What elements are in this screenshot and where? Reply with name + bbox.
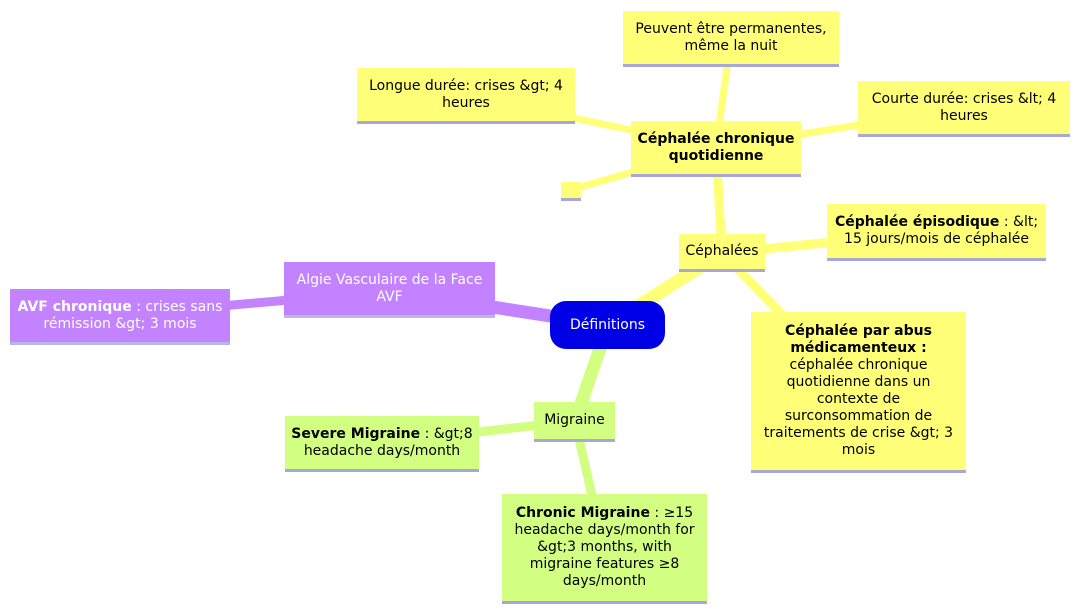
- node-cephalee-abus-medicamenteux[interactable]: Céphalée par abus médicamenteux : céphal…: [751, 312, 966, 473]
- avf-label-line2: AVF: [376, 288, 403, 305]
- chronic-desc-line: days/month: [562, 573, 647, 589]
- avf-chronique-line1-rest: : crises sans: [131, 298, 223, 315]
- avf-chronique-line1: AVF chronique : crises sans: [18, 299, 223, 316]
- severe-line1-rest: : &gt;8: [420, 425, 473, 442]
- permanentes-line1: Peuvent être permanentes,: [635, 20, 827, 37]
- abus-desc-line: quotidienne dans un: [786, 374, 931, 390]
- courte-duree-line1: Courte durée: crises &lt; 4: [871, 90, 1057, 107]
- node-courte-duree[interactable]: Courte durée: crises &lt; 4 heures: [858, 81, 1070, 137]
- abus-desc-line: traitements de crise &gt; 3: [763, 425, 954, 441]
- root-label: Définitions: [569, 316, 646, 333]
- node-migraine[interactable]: Migraine: [534, 402, 615, 442]
- abus-desc-line: mois: [841, 442, 876, 458]
- permanentes-line2: même la nuit: [684, 37, 778, 54]
- chronic-line1: Chronic Migraine : ≥15: [516, 505, 693, 522]
- episodique-term: Céphalée épisodique: [834, 214, 1000, 230]
- root-node-definitions[interactable]: Définitions: [550, 301, 665, 349]
- node-severe-migraine[interactable]: Severe Migraine : &gt;8 headache days/mo…: [285, 416, 479, 472]
- episodique-line1: Céphalée épisodique : &lt;: [835, 214, 1038, 231]
- severe-term: Severe Migraine: [291, 425, 421, 442]
- node-permanentes[interactable]: Peuvent être permanentes, même la nuit: [623, 11, 839, 67]
- abus-desc-line: contexte de: [816, 391, 901, 407]
- chronic-line1-rest: : ≥15: [649, 505, 694, 521]
- chronic-desc-line: migraine features ≥8: [529, 556, 680, 572]
- chronique-label-line1: Céphalée chronique: [637, 130, 795, 147]
- severe-line2: headache days/month: [303, 442, 461, 459]
- migraine-label: Migraine: [544, 412, 605, 428]
- chronique-label-line2: quotidienne: [668, 147, 764, 164]
- abus-term-line1: Céphalée par abus: [785, 323, 932, 339]
- episodique-line2: 15 jours/mois de céphalée: [844, 231, 1029, 247]
- longue-duree-line1: Longue durée: crises &gt; 4: [369, 77, 563, 94]
- longue-duree-line2: heures: [442, 94, 490, 111]
- node-longue-duree[interactable]: Longue durée: crises &gt; 4 heures: [357, 68, 575, 124]
- abus-desc-line: céphalée chronique: [789, 357, 928, 373]
- abus-term-line2: médicamenteux :: [790, 340, 927, 356]
- node-cephalees[interactable]: Céphalées: [679, 234, 765, 272]
- abus-desc-line: surconsommation de: [784, 408, 933, 424]
- episodique-line1-rest: : &lt;: [999, 214, 1039, 230]
- node-cephalee-chronique-quotidienne[interactable]: Céphalée chronique quotidienne: [631, 121, 801, 177]
- chronic-term: Chronic Migraine: [515, 505, 650, 521]
- severe-line1: Severe Migraine : &gt;8: [291, 426, 472, 443]
- avf-label-line1: Algie Vasculaire de la Face: [296, 271, 483, 288]
- avf-chronique-term: AVF chronique: [17, 298, 132, 315]
- chronic-desc-line: &gt;3 months, with: [537, 539, 672, 555]
- cephalees-label: Céphalées: [685, 243, 759, 259]
- avf-chronique-line2: rémission &gt; 3 mois: [43, 315, 197, 332]
- node-cephalee-episodique[interactable]: Céphalée épisodique : &lt; 15 jours/mois…: [827, 204, 1046, 261]
- node-chronic-migraine[interactable]: Chronic Migraine : ≥15 headache days/mon…: [502, 494, 707, 604]
- node-algie-vasculaire-face[interactable]: Algie Vasculaire de la Face AVF: [284, 262, 495, 318]
- node-avf-chronique[interactable]: AVF chronique : crises sans rémission &g…: [10, 289, 230, 345]
- node-empty-placeholder[interactable]: [561, 182, 581, 201]
- courte-duree-line2: heures: [940, 107, 988, 124]
- chronic-desc-line: headache days/month for: [514, 522, 695, 538]
